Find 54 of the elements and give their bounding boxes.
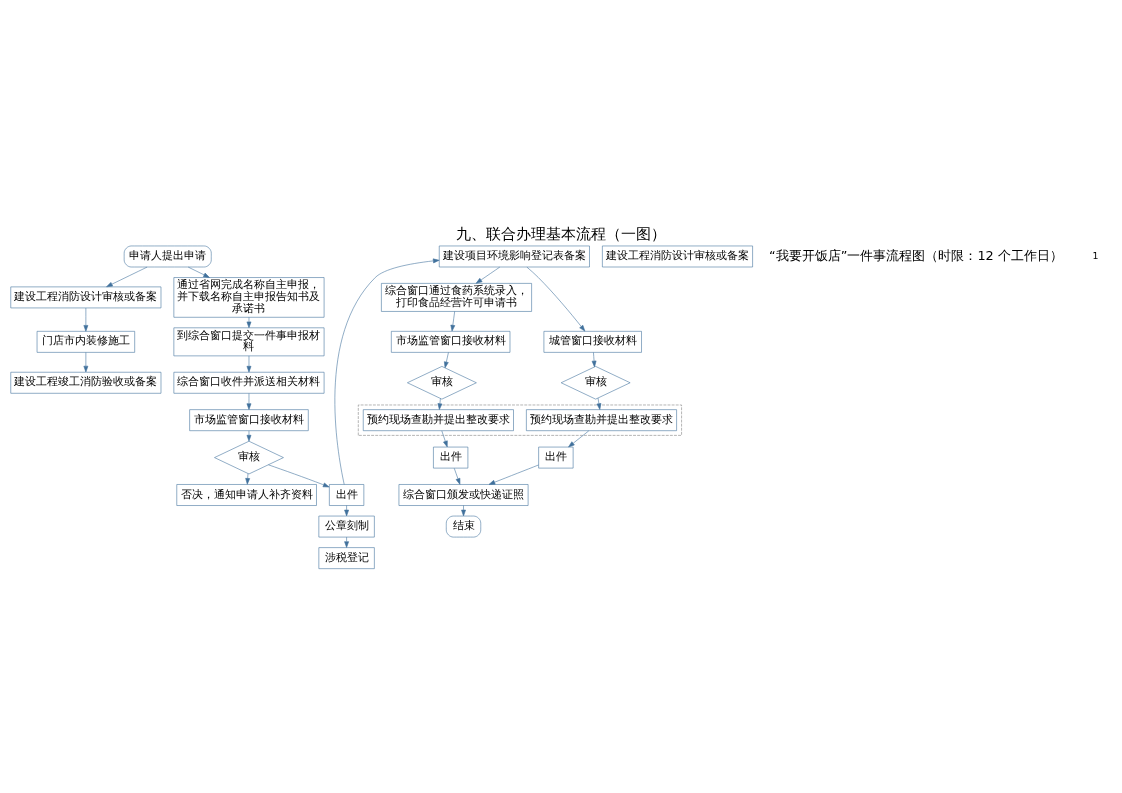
node-box: 建设工程消防设计审核或备案 [602,245,753,268]
node-box: 预约现场查勘并提出整改要求 [362,409,514,431]
node-box: 预约现场查勘并提出整改要求 [526,409,677,431]
arrow [106,266,148,288]
arrow [246,393,252,410]
arrow [475,266,501,284]
node-box: 综合窗口颁发或快递证照 [398,484,529,506]
label: “我要开饭店”一件事流程图（时限：12 个工作日） [769,247,1063,263]
arrow [246,430,252,442]
arrow [591,352,597,368]
node-box: 通过省网完成名称自主申报，并下载名称自主申报告知书及承诺书 [173,277,325,318]
label: 1 [1092,249,1099,261]
arrow [245,473,250,485]
arrow [437,398,443,410]
arrow [246,317,252,329]
diagram-title: 九、联合办理基本流程（一图） [456,224,666,243]
node-box: 到综合窗口提交一件事申报材料 [173,327,325,357]
node-diamond: 审核 [560,366,631,400]
node-box: 市场监管窗口接收材料 [189,409,309,431]
arrow [596,397,602,410]
arrow [246,355,252,373]
node-box: 城管窗口接收材料 [543,331,642,353]
node-box: 市场监管窗口接收材料 [391,331,511,353]
node-box: 否决，通知申请人补齐资料 [176,484,317,506]
node-box: 公章刻制 [318,515,375,538]
node-box: 结束 [445,515,482,538]
node-diamond: 审核 [214,440,284,475]
node-box: 建设项目环境影响登记表备案 [438,245,590,268]
node-box: 综合窗口收件并派送相关材料 [173,371,325,394]
arrow [526,266,586,332]
arrow [344,536,349,548]
arrow [187,266,210,278]
arrow [461,505,466,517]
arrow [344,505,349,517]
node-box: 出件 [329,484,365,506]
arrow [83,307,89,332]
arrow [450,311,456,332]
node-box: 申请人提出申请 [123,245,212,268]
node-diamond: 审核 [407,366,477,400]
node-box: 门店市内装修施工 [36,331,135,353]
node-box: 建设工程竣工消防验收或备案 [10,371,162,394]
arrow [441,430,448,448]
node-box: 综合窗口通过食药系统录入，打印食品经营许可申请书 [381,283,532,312]
arrow [453,467,461,485]
arrow [568,430,590,448]
arrow [83,352,89,373]
node-box: 出件 [538,446,574,469]
arrow [444,352,449,369]
arrow [268,464,330,488]
node-box: 涉税登记 [318,547,375,569]
arrow [488,464,539,485]
node-box: 出件 [433,446,469,469]
node-box: 建设工程消防设计审核或备案 [10,286,162,309]
arrow [334,258,440,485]
